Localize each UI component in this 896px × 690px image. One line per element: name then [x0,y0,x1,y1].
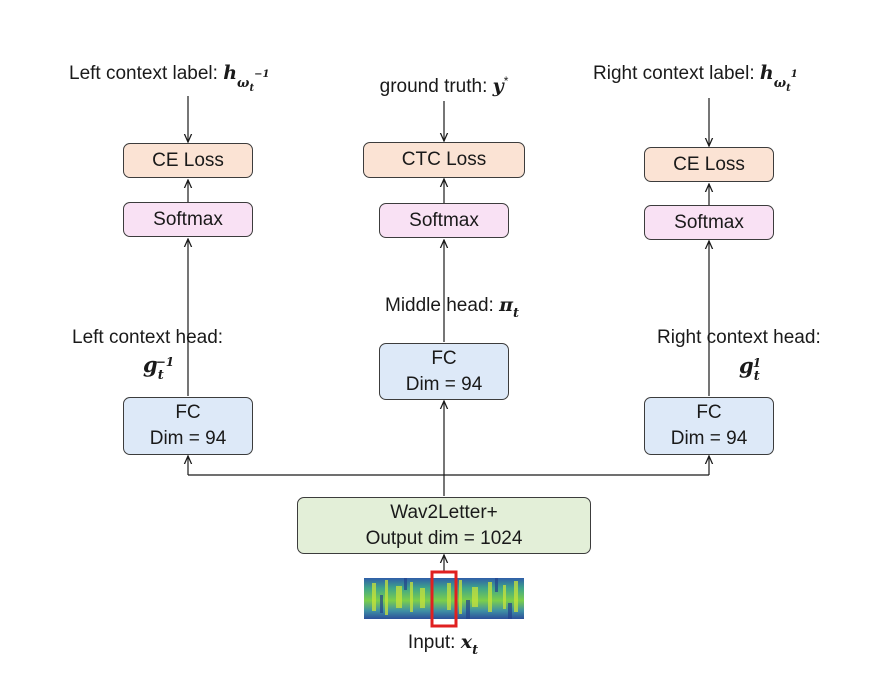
right-head-sup: 1 [752,356,762,370]
ground-truth-text: ground truth: [379,76,493,97]
left-context-label-sub: ω [237,76,250,91]
left-context-label: Left context label: hωt −1 [69,61,270,94]
input-sub: t [472,643,479,658]
right-context-label-text: Right context label: [593,63,760,84]
left-context-label-text: Left context label: [69,63,224,84]
fc-left-line1: FC [175,402,201,423]
softmax-right-box: Softmax [644,205,774,240]
ground-truth-math: y [492,75,504,97]
left-head-math: g [143,352,158,377]
fc-middle-box: FC Dim = 94 [379,343,509,400]
left-head-label-line1: Left context head: [72,326,223,350]
fc-left-box: FC Dim = 94 [123,397,253,455]
fc-right-box: FC Dim = 94 [644,397,774,455]
left-head-text: Left context head: [72,327,224,348]
ce-loss-left-box: CE Loss [123,143,253,178]
softmax-middle-box: Softmax [379,203,509,238]
right-head-math: g [739,353,754,378]
fc-middle-line2: Dim = 94 [405,373,483,395]
input-math: x [460,631,473,653]
input-label: Input: xt [407,630,479,658]
ctc-loss-box: CTC Loss [363,142,525,178]
right-head-sub: t [753,369,760,384]
ce-loss-right-label: CE Loss [673,153,745,175]
ce-loss-right-box: CE Loss [644,147,774,182]
ce-loss-left-label: CE Loss [152,149,224,171]
right-head-label-math: gt1 [739,353,768,385]
wav2letter-line1: Wav2Letter+ [390,501,498,523]
left-head-label-math: gt−1 [143,352,182,384]
softmax-middle-label: Softmax [409,209,479,231]
middle-head-sub: t [512,306,520,321]
left-context-label-sub2: t [249,83,255,94]
wav2letter-box: Wav2Letter+ Output dim = 1024 [297,497,591,554]
softmax-left-box: Softmax [123,202,253,237]
right-context-label: Right context label: hωt 1 [593,61,798,94]
spectrogram-image [364,570,524,628]
softmax-left-label: Softmax [153,208,223,230]
ground-truth-sup: * [503,74,509,88]
fc-middle-line1: FC [431,347,457,369]
middle-head-label: Middle head: πt [384,293,520,321]
right-head-label-line1: Right context head: [657,326,821,350]
wav2letter-line2: Output dim = 1024 [365,527,523,549]
softmax-right-label: Softmax [674,211,744,233]
right-context-label-sub2: t [786,83,791,94]
highlight-frame [430,570,458,628]
fc-left-line2: Dim = 94 [149,428,227,449]
right-context-label-sup: 1 [790,69,798,80]
left-head-sub: t [157,368,164,383]
middle-head-math: π [499,294,513,316]
input-text: Input: [407,632,461,653]
right-head-text: Right context head: [657,327,821,348]
ctc-loss-label: CTC Loss [401,149,487,170]
left-head-sup: −1 [155,355,175,369]
left-context-label-math: h [223,62,238,84]
fc-right-line1: FC [696,402,722,423]
right-context-label-math: h [759,62,774,84]
left-context-label-sup: −1 [254,69,270,80]
right-context-label-sub: ω [773,76,787,91]
middle-head-text: Middle head: [384,295,500,316]
ground-truth-label: ground truth: y* [380,74,509,100]
fc-right-line2: Dim = 94 [670,428,748,449]
